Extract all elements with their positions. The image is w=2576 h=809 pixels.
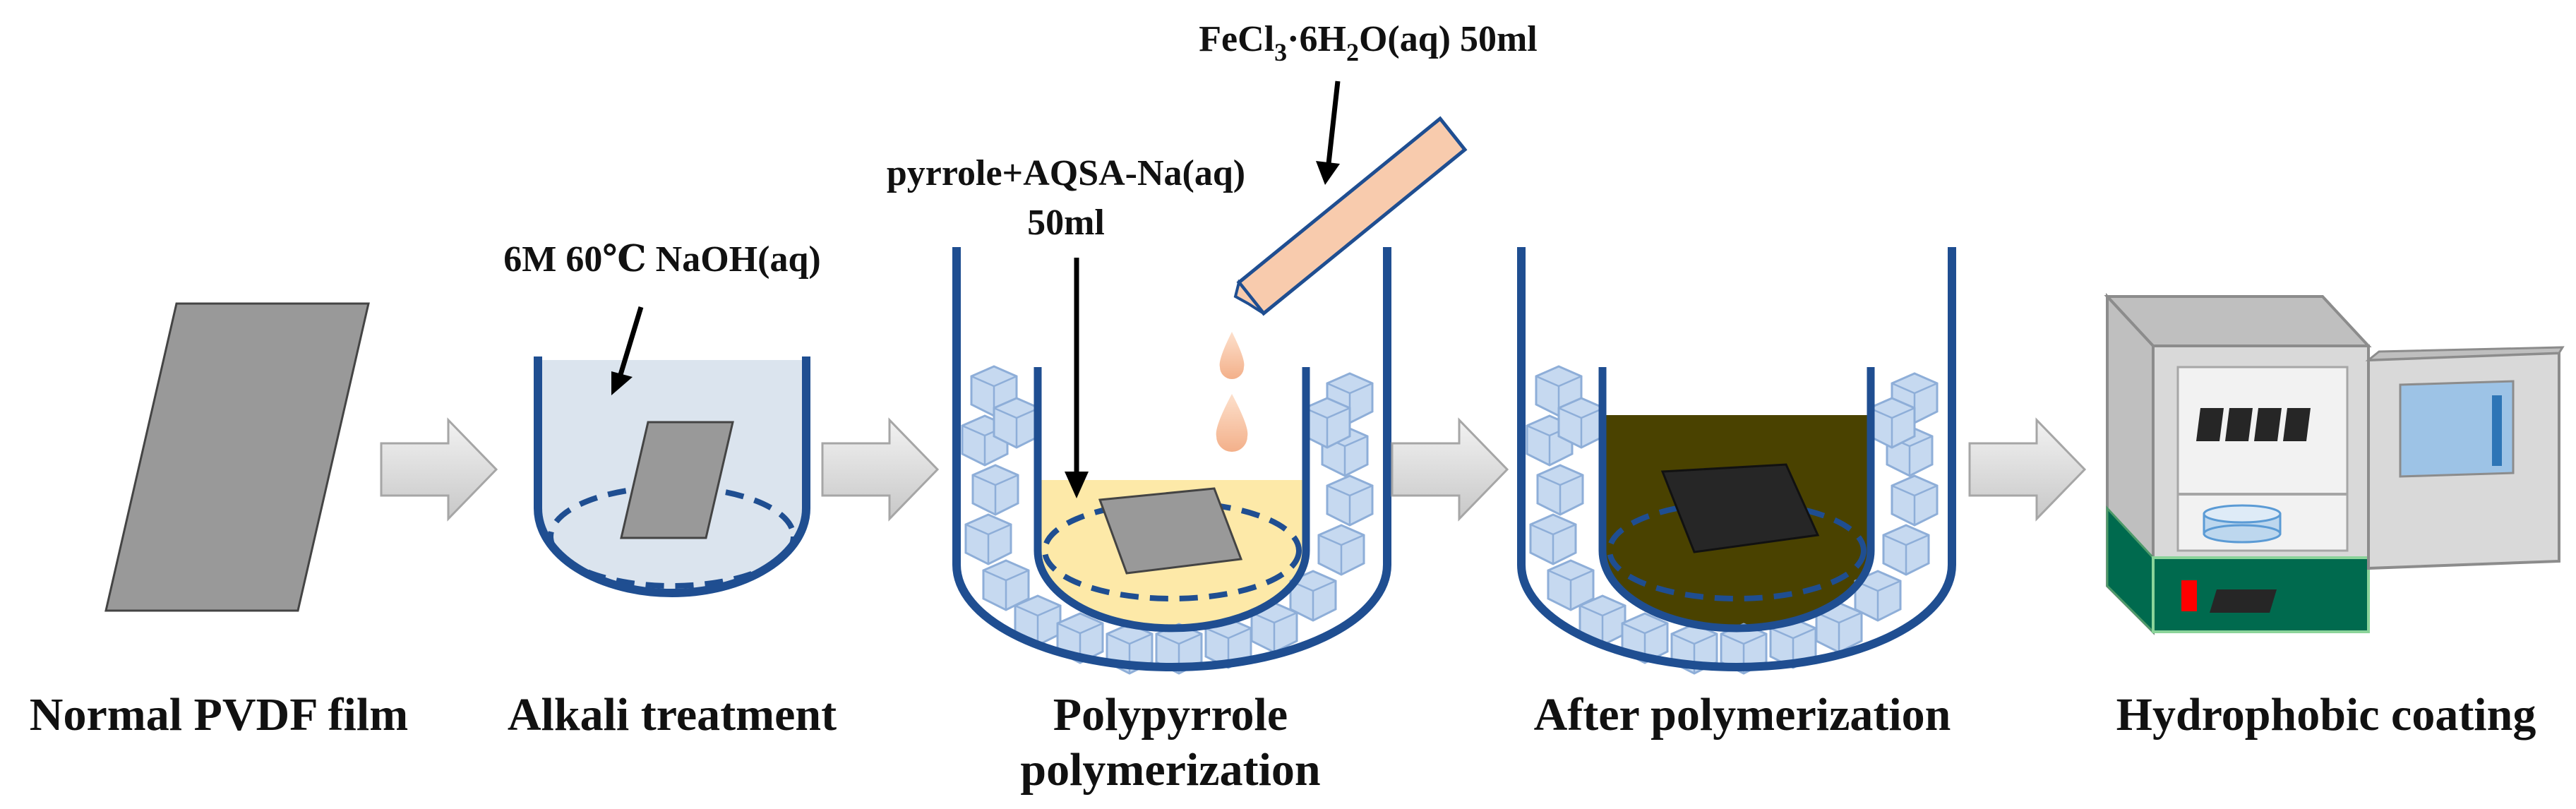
step1-label: Normal PVDF film <box>30 689 408 741</box>
pvdf-film-in-naoh <box>620 421 734 539</box>
process-arrow-icon <box>821 417 940 522</box>
pyrrole-label-line1: pyrrole+AQSA-Na(aq) <box>887 153 1245 193</box>
step4-label: After polymerization <box>1534 689 1951 741</box>
step2-label: Alkali treatment <box>508 689 837 741</box>
oven-door-edge <box>2365 346 2565 361</box>
inner-beaker-bottom-dashed <box>1607 500 1867 601</box>
fecl3-part2: ·6H <box>1287 19 1346 59</box>
step-polypyrrole-polymerization <box>952 80 1468 675</box>
step5-label: Hydrophobic coating <box>2116 689 2536 741</box>
pvdf-film-in-solution <box>1098 487 1243 575</box>
naoh-label: 6M 60℃ NaOH(aq) <box>503 239 820 280</box>
pipette-icon <box>1233 116 1468 316</box>
coated-sample <box>2196 408 2224 441</box>
fecl3-label: FeCl3·6H2O(aq) 50ml <box>1199 19 1537 66</box>
naoh-pointer-arrow <box>617 306 644 378</box>
step3-label-line1: Polypyrrole <box>1053 689 1288 741</box>
process-arrow-icon <box>380 417 498 522</box>
step-normal-pvdf-film <box>104 302 370 612</box>
step-after-polymerization <box>1517 247 1956 675</box>
fecl3-pointer-arrow <box>1326 80 1341 164</box>
outer-ice-bath-beaker <box>952 247 1391 671</box>
polypyrrole-coated-film <box>1660 463 1820 553</box>
coated-sample <box>2283 408 2311 441</box>
inner-beaker <box>1034 367 1310 633</box>
fecl3-part1: FeCl <box>1199 19 1274 59</box>
coated-sample <box>2225 408 2253 441</box>
fecl3-part3: O(aq) 50ml <box>1359 19 1538 59</box>
pyrrole-label-line2: 50ml <box>1027 203 1105 243</box>
coated-sample <box>2254 408 2282 441</box>
inner-beaker-bottom-dashed <box>1042 500 1302 601</box>
pvdf-film <box>104 302 370 612</box>
process-arrow-icon <box>1391 417 1509 522</box>
power-indicator <box>2181 580 2197 611</box>
door-window <box>2399 380 2515 478</box>
oven-icon <box>2104 292 2565 635</box>
inner-beaker <box>1598 367 1875 633</box>
naoh-beaker <box>534 356 810 597</box>
droplet-icon <box>1216 394 1248 452</box>
outer-ice-bath-beaker <box>1517 247 1956 671</box>
fecl3-sub1: 3 <box>1274 38 1287 66</box>
step-alkali-treatment <box>534 306 810 597</box>
fecl3-sub2: 2 <box>1346 38 1359 66</box>
droplet-icon <box>1219 332 1245 379</box>
door-handle <box>2492 395 2502 466</box>
control-display <box>2210 589 2277 613</box>
process-arrow-icon <box>1968 417 2087 522</box>
step3-label-line2: polymerization <box>1020 744 1320 796</box>
petri-dish-icon <box>2203 504 2282 544</box>
